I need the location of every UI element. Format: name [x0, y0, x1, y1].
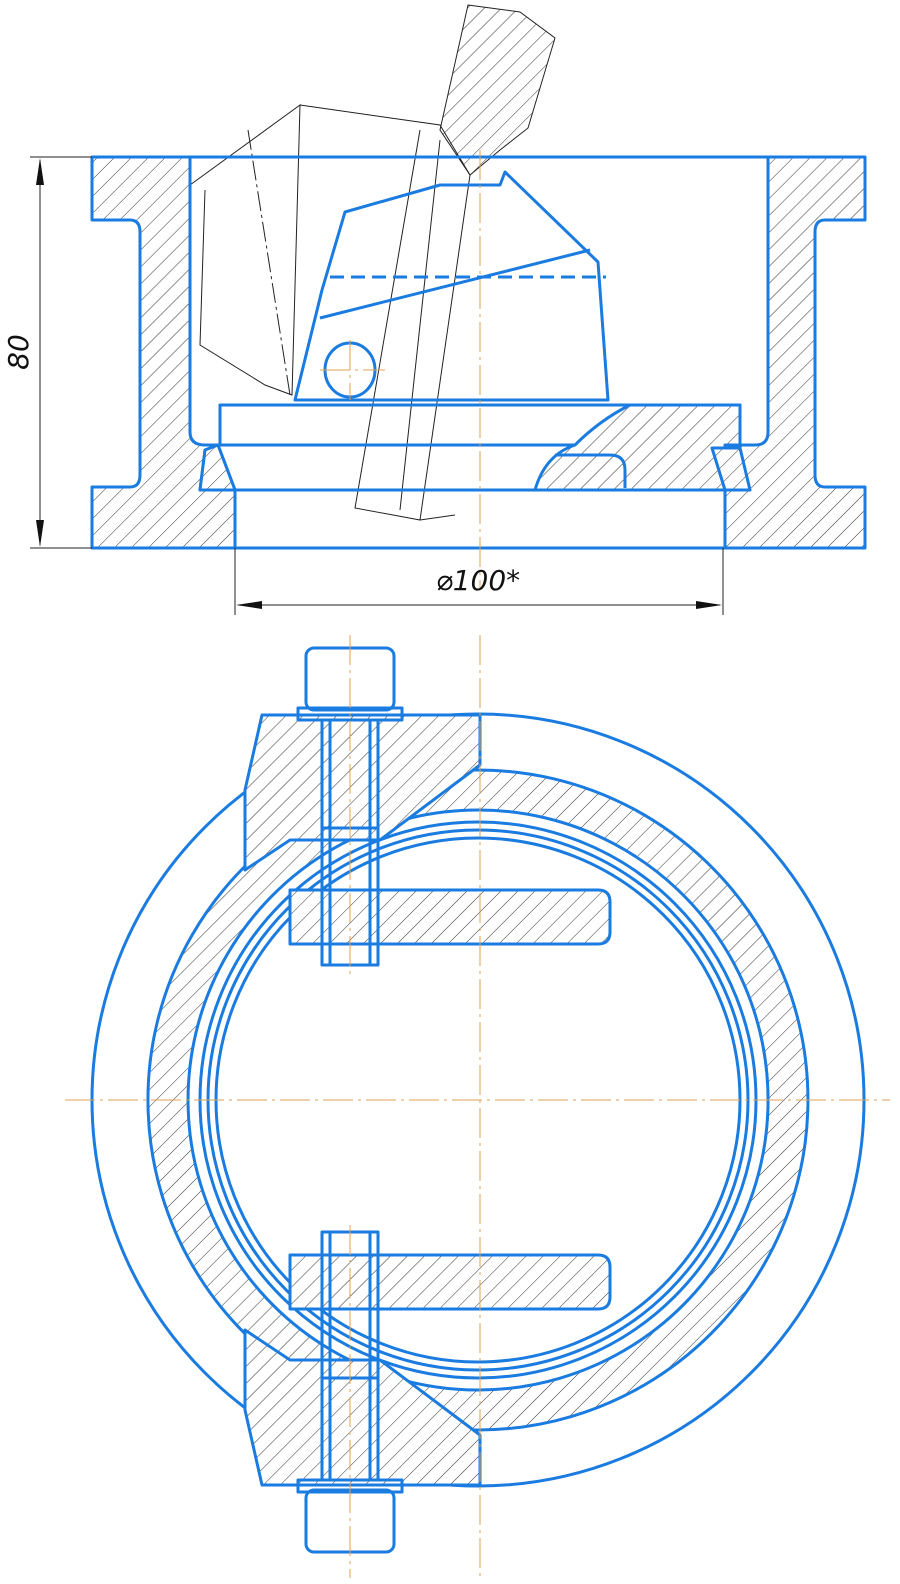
body-right-wall — [723, 155, 867, 550]
dimension-diameter-label: ⌀100* — [436, 564, 520, 597]
dimension-height-label: 80 — [2, 334, 35, 370]
disc-arm-bottom — [288, 1253, 612, 1311]
seat-hatched-section — [533, 403, 742, 492]
dimension-diameter: ⌀100* — [234, 548, 724, 615]
disc-arm-top — [288, 888, 612, 946]
disc — [293, 170, 610, 402]
plan-view — [65, 635, 890, 1578]
body-left-wall — [90, 155, 237, 550]
open-disc-ghost — [189, 4, 556, 521]
section-view: 80 ⌀100* — [2, 4, 867, 615]
dimension-height: 80 — [2, 156, 92, 549]
